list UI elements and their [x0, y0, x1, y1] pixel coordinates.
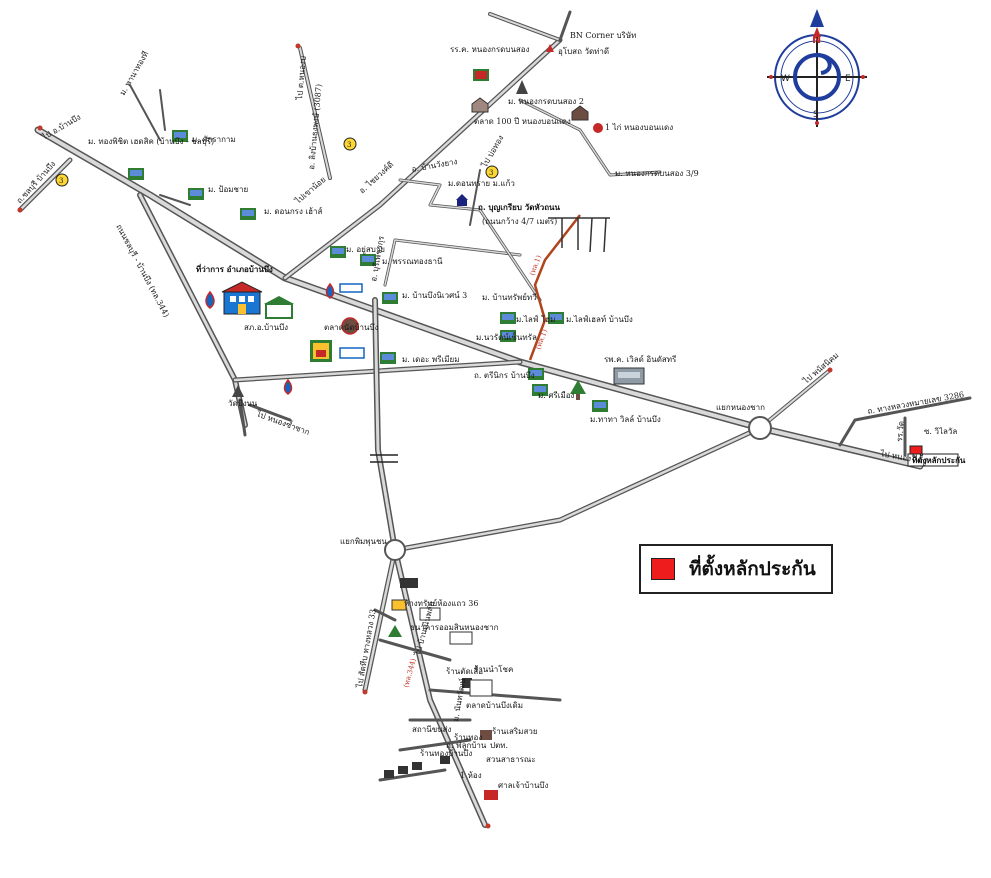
label-shop-b: ร้านนำโชค [474, 664, 513, 674]
label-row-h: ร้านทองบ้านบึง [420, 749, 472, 758]
legend-label: ที่ตั้งหลักประกัน [689, 558, 816, 580]
label-to-banbueng: ไป อ.บ้านบึง [40, 112, 83, 142]
label-kai: 1 ไก่ หนองบอนแดง [605, 123, 673, 132]
road-connector [392, 425, 763, 553]
label-lif: ม.ไลฟ์เฮลท์ บ้านบึง [566, 314, 633, 324]
label-khao-kha: ม. บ้านบึงนิเวศน์ 3 [402, 290, 467, 300]
label-shop-c: ปตท. [490, 741, 508, 750]
village-icons [128, 130, 608, 412]
label-nong-school: รร.ค. หนองกรดบนสอง [450, 45, 530, 54]
label-pawn: ม.ไลฟ์ โฮม [516, 314, 555, 324]
label-row-a: ตลาดบ้านบึงเดิม [466, 701, 523, 710]
label-police: สภ.อ.บ้านบึง [244, 323, 288, 332]
label-thai-village: ม. พรรณทองธานี [382, 257, 443, 266]
label-row-f: ศาลเจ้าบ้านบึง [498, 781, 549, 790]
compass-w: W [781, 74, 790, 84]
label-rd-vert-right: รร.วัด [895, 421, 906, 443]
label-pump: ไป บ่อทอง [479, 134, 505, 170]
road-end-markers [17, 43, 833, 829]
label-rail-lower: (ทล.344) [402, 657, 418, 688]
label-row-c: ร้านทอง [454, 733, 482, 742]
label-row-d: ร้านเสริมสวย [492, 727, 538, 736]
compass-n: N [812, 33, 821, 46]
route-num-b: 3 [347, 141, 351, 149]
label-rd-tnh: ซ. วิไลวัล [924, 427, 957, 436]
compass-e: E [845, 74, 851, 84]
label-row-b: สถานีขนส่ง [412, 725, 452, 734]
route-num-c: 3 [489, 169, 493, 177]
label-rd-n: ไปเขาน้อย [293, 175, 328, 206]
compass-s: S [813, 110, 819, 120]
label-sam-yaek: อ. ลิงบ้านธงพงษ์ (3087) [306, 84, 323, 171]
label-pk-house: ม. บ้านทรัพย์ทวี [482, 292, 537, 302]
label-mu-paradise: ม. ศักรากาม [192, 135, 236, 144]
label-road-to-nong: ไป หนองซ้ำซาก [254, 407, 311, 437]
big-c-icon [310, 340, 332, 362]
label-village-ns: ม. ดอนกรง เฮ้าส์ [264, 206, 323, 216]
label-village-pp: ม. อยู่สบาย [346, 245, 385, 255]
factory-icon [613, 367, 645, 385]
school-icon [473, 69, 489, 81]
label-pp-village: ม. พานาทองที [118, 50, 150, 97]
south-buildings [384, 578, 498, 800]
label-kasikorn: ม.นวรัตน์เซ็นทรัล [476, 332, 537, 342]
label-bypass-sub: (ถนนกว้าง 4/7 เมตร) [482, 217, 557, 226]
label-sanitarium: รพ.ค. เวิลด์ อินดัสทรี [604, 354, 677, 364]
traffic-circle-right [748, 416, 772, 440]
market-icon [341, 317, 359, 335]
label-srimuang: ม. ศรีเมือง [538, 391, 575, 400]
label-triangle-pp: แยกหนองชาก [716, 403, 765, 412]
label-rail2: (ทล.1) [534, 328, 549, 351]
fuel-station-icon [205, 282, 335, 395]
label-bn-corner: BN Corner บริษัท [570, 31, 636, 40]
house-icon [456, 194, 468, 206]
label-bypass: ถ. บุญเกรียบ วัดหัวถนน [478, 202, 561, 213]
road-network [17, 10, 972, 828]
label-rd-tha: ถ. ฟลูกบ้าน [446, 741, 487, 751]
district-office-icon [221, 281, 263, 315]
label-khlong: ม.ดอนทราย ม.แก้ว [448, 179, 515, 188]
label-market-100: ตลาด 100 ปี หนองบอนแดง [474, 117, 571, 126]
label-row-g: สวนสาธารณะ [486, 755, 536, 764]
label-market-city: ตลาดนัดบ้านบึง [324, 323, 379, 332]
label-baan-sub: ห้างทรัพย์ห้องแถว 36 [404, 598, 478, 608]
label-school-lower: ธนาคารออมสินหนองชาก [410, 623, 499, 632]
label-shop-a: ร้านตัดเสื้อ [446, 665, 483, 676]
label-sam-tha: ม.ทาทา วิลล์ บ้านบึง [590, 414, 661, 424]
label-aroi: ม. ป้อมชาย [208, 185, 248, 194]
tesco-icon [339, 347, 365, 359]
traffic-circle-lower [384, 539, 406, 561]
label-district-office: ที่ว่าการ อำเภอบ้านบึง [196, 263, 273, 274]
police-station-icon [264, 296, 294, 319]
label-moo9: ม. หนองกรดบนสอง 3/9 [615, 169, 699, 178]
label-ubosot: อุโบสถ วัดท่าดี [558, 46, 609, 56]
compass-rose: N S E W [767, 9, 867, 127]
red-square-marker-icon [651, 558, 675, 580]
map-labels: BN Corner บริษัท รร.ค. หนองกรดบนสอง อุโบ… [15, 31, 966, 790]
label-kanjana: ม. นันทวัฒน์ [450, 677, 468, 722]
label-row-e: 1 ห้อง [460, 771, 482, 780]
label-to-sattahip: ไป พนัสนิคม [801, 351, 841, 386]
label-thai-watch: อ. ไชยวงค์ดี [357, 159, 396, 195]
tree-icon [388, 380, 586, 637]
label-temple-left: วัดบึงบน [228, 399, 258, 408]
route-num-a: 3 [59, 177, 63, 185]
label-ban-kao: ม. เดอะ พรีเมียม [402, 355, 459, 364]
map-legend: ที่ตั้งหลักประกัน [639, 544, 833, 594]
label-temple-top: ม. หนองกรดบนสอง 2 [508, 97, 584, 106]
label-circle-lower: แยกพิมพุนชน [340, 537, 387, 546]
label-road-to-b: ไป ต.หนองบ [295, 56, 308, 102]
label-rd-kai: ถ. ตรีนิกร บ้านบึง [474, 371, 535, 380]
label-bo-thong: อ. บ้านวังยาง [411, 157, 458, 174]
temple-icon [232, 80, 528, 397]
railway [528, 214, 610, 361]
label-ban-chang: ม. ทองพิชิต เฮดสิค (บ้านบึง - ชลบุรี) [88, 137, 214, 146]
house-icon-brown [471, 97, 489, 113]
label-collateral-right: ที่ตั้งหลักประกัน [912, 454, 966, 465]
route-number-icons [55, 137, 499, 187]
